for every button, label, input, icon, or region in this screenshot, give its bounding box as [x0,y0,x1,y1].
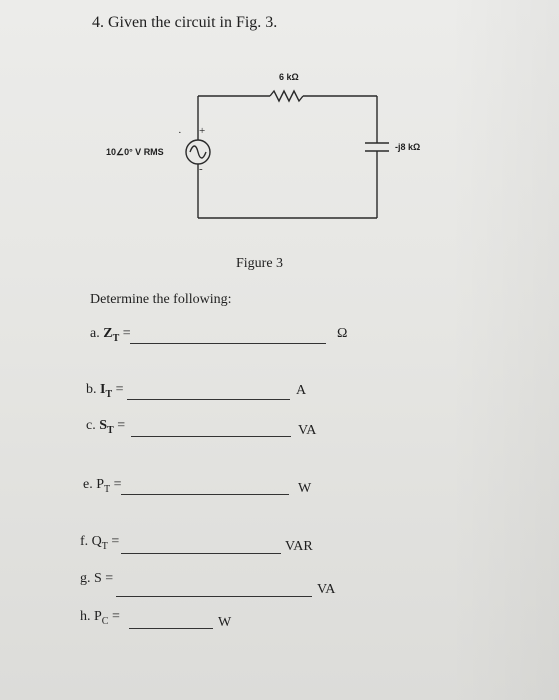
answer-line-zt[interactable] [130,343,326,344]
source-minus-sign: - [199,163,203,175]
answer-line-pt[interactable] [121,494,289,495]
answer-line-pc[interactable] [129,628,213,629]
question-pc-label: h. PC = [80,609,120,627]
answer-line-qt[interactable] [121,553,281,554]
question-zt-label: a. ZT = [90,326,131,344]
source-dot: · [178,127,182,139]
resistor-symbol [269,89,304,103]
answer-line-it[interactable] [127,399,290,400]
answer-line-s[interactable] [116,596,312,597]
answer-line-st[interactable] [131,436,291,437]
instructions-text: Determine the following: [90,292,232,307]
source-plus-sign: + [199,125,206,137]
problem-title: 4. Given the circuit in Fig. 3. [92,14,278,31]
question-pt-label: e. PT = [83,477,122,495]
question-s-label: g. S = [80,571,114,586]
figure-caption: Figure 3 [236,256,284,271]
page-shadow [449,0,559,700]
sine-wave-icon [189,145,207,159]
unit-it: A [296,383,307,398]
capacitor-label: -j8 kΩ [395,142,421,152]
ac-source-symbol [185,139,211,165]
resistor-label: 6 kΩ [279,72,299,82]
unit-st: VA [298,423,317,438]
source-label: 10∠0° V RMS [106,147,164,157]
unit-zt: Ω [337,326,348,341]
unit-pt: W [298,481,312,496]
unit-qt: VAR [285,539,313,554]
unit-pc: W [218,615,232,630]
question-qt-label: f. QT = [80,534,120,552]
unit-s: VA [317,582,336,597]
question-it-label: b. IT = [86,382,124,400]
question-st-label: c. ST = [86,418,126,436]
